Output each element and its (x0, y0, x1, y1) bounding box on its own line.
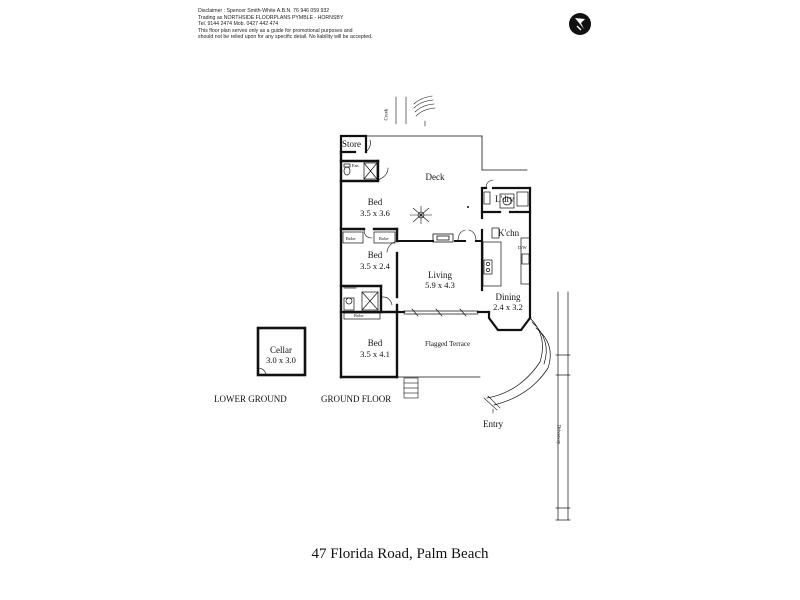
kitchen-fixtures (482, 191, 531, 287)
property-address: 47 Florida Road, Palm Beach (311, 546, 489, 562)
dishwasher-label: D/W (518, 245, 527, 250)
sliding-doors (403, 308, 479, 317)
entry-label: Entry (483, 419, 503, 429)
level-label-lower-ground: LOWER GROUND (214, 394, 287, 404)
fireplace (432, 233, 454, 243)
deck-boundary (366, 135, 528, 171)
cellar-walls (256, 326, 307, 377)
disclaimer-text: Disclaimer : Spencer Smith-White A.B.N. … (198, 8, 458, 41)
room-label-laundry: L'dry (495, 194, 515, 204)
disclaimer-line: should not be relied upon for any specif… (198, 34, 373, 41)
room-label-dining: Dining (495, 292, 521, 302)
room-label-deck: Deck (425, 172, 445, 182)
room-dims-bed2: 3.5 x 2.4 (360, 261, 390, 271)
deck-ornament-icon (410, 206, 432, 224)
creek-label: Creek (384, 108, 390, 121)
entry-steps (403, 377, 501, 414)
kitchen-walls (480, 186, 532, 320)
disclaimer-line: Tel. 9144 2474 Mob. 0427 442 474 (198, 21, 279, 28)
disclaimer-line: Disclaimer : Spencer Smith-White A.B.N. … (198, 8, 330, 14)
store-walls (339, 134, 368, 154)
disclaimer-line: This floor plan serves only as a guide f… (198, 27, 353, 34)
bathroom-fixtures (343, 287, 379, 311)
room-dims-living: 5.9 x 4.3 (425, 280, 455, 290)
room-dims-cellar: 3.0 x 3.0 (266, 355, 296, 365)
bedroom-doors (363, 167, 398, 306)
room-dims-bed3: 3.5 x 4.1 (360, 349, 390, 359)
ensuite-fixtures (343, 162, 378, 180)
dining-bay-walls (487, 310, 532, 332)
disclaimer-line: Trading as NORTHSIDE FLOORPLANS PYMBLE -… (198, 14, 344, 21)
creek-path (395, 95, 436, 127)
room-label-cellar: Cellar (270, 345, 292, 355)
robe-label: Robe (379, 236, 389, 241)
room-label-living: Living (428, 270, 452, 280)
robes (342, 231, 396, 320)
room-dims-dining: 2.4 x 3.2 (493, 302, 523, 312)
room-label-bed1: Bed (367, 197, 383, 207)
robe-label: Robe (354, 313, 364, 318)
room-label-kitchen: K'chn (498, 228, 520, 238)
room-label-store: Store (342, 139, 361, 149)
robe-label: Robe (346, 236, 356, 241)
room-label-bed3: Bed (367, 338, 383, 348)
driveway-label: Driveway (555, 424, 561, 445)
level-label-ground-floor: GROUND FLOOR (321, 394, 392, 404)
room-dims-bed1: 3.5 x 3.6 (360, 208, 390, 218)
room-label-bed2: Bed (367, 250, 383, 260)
terrace-curve (486, 317, 551, 406)
room-label-terrace: Flagged Terrace (425, 340, 471, 348)
north-arrow-icon (569, 13, 591, 35)
driveway (555, 291, 571, 521)
room-label-ensuite: Ens (352, 163, 359, 168)
